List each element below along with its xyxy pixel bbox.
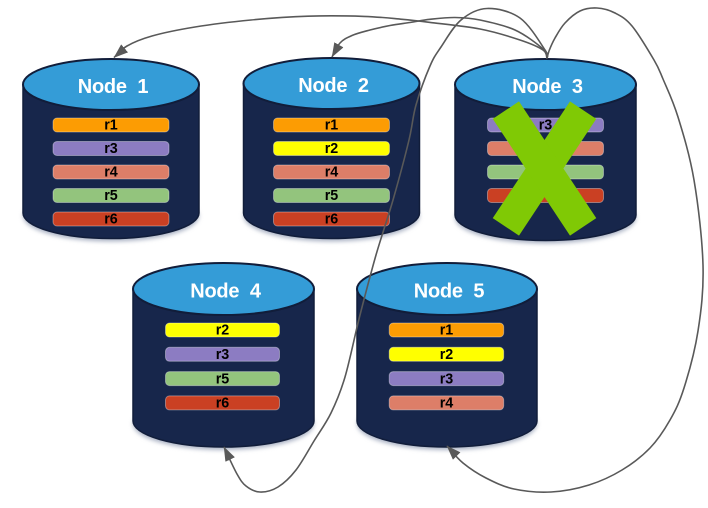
svg-text:r3: r3 — [216, 347, 230, 363]
svg-text:r6: r6 — [104, 212, 118, 228]
svg-text:Node 3: Node 3 — [512, 76, 583, 98]
svg-text:r2: r2 — [325, 141, 339, 157]
svg-text:r6: r6 — [216, 396, 230, 412]
svg-text:r5: r5 — [216, 371, 230, 387]
svg-text:Node 5: Node 5 — [414, 281, 485, 303]
svg-text:Node 1: Node 1 — [78, 76, 149, 98]
svg-text:r6: r6 — [325, 212, 339, 228]
svg-text:r5: r5 — [104, 188, 118, 204]
svg-text:r3: r3 — [104, 141, 118, 157]
svg-text:r5: r5 — [325, 188, 339, 204]
svg-text:r3: r3 — [539, 118, 553, 134]
svg-text:r1: r1 — [104, 118, 118, 134]
svg-text:r2: r2 — [440, 347, 454, 363]
svg-text:r1: r1 — [325, 118, 339, 134]
svg-text:r4: r4 — [104, 165, 118, 181]
svg-text:r1: r1 — [440, 323, 454, 339]
svg-text:r4: r4 — [440, 396, 454, 412]
svg-text:Node 4: Node 4 — [190, 281, 262, 303]
svg-text:r3: r3 — [440, 371, 454, 387]
svg-text:r4: r4 — [325, 165, 339, 181]
svg-text:r2: r2 — [216, 323, 230, 339]
svg-text:Node 2: Node 2 — [298, 75, 369, 97]
